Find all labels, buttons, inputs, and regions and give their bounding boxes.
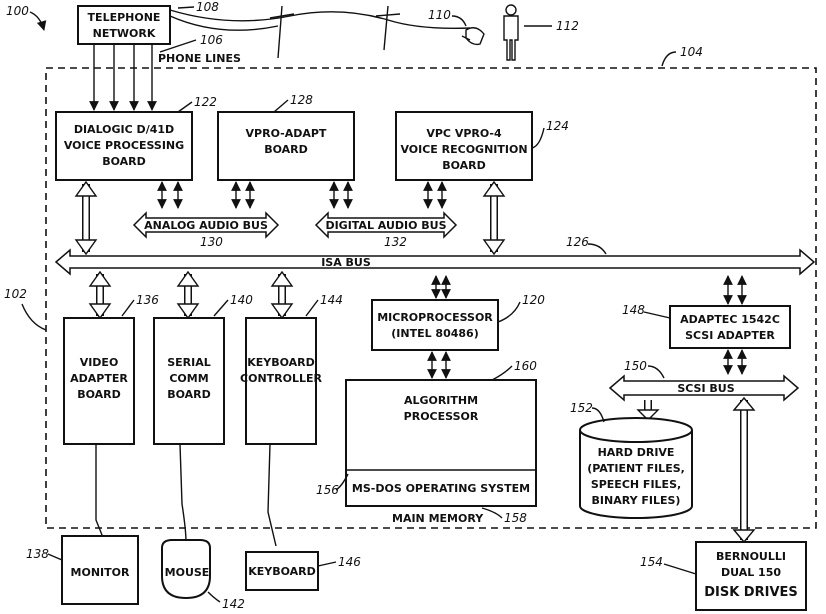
ref-108: 108 <box>196 0 219 14</box>
svg-text:VIDEO: VIDEO <box>80 356 119 369</box>
video-adapter-board: VIDEO ADAPTER BOARD <box>64 318 134 444</box>
ref-132: 132 <box>384 235 407 249</box>
svg-text:SPEECH FILES,: SPEECH FILES, <box>591 478 681 491</box>
keyboard-controller: KEYBOARD CONTROLLER <box>240 318 322 444</box>
svg-text:TELEPHONE: TELEPHONE <box>88 11 161 24</box>
ref-126: 126 <box>566 235 589 249</box>
phone-lines-label: PHONE LINES <box>158 52 241 65</box>
ref-158: 158 <box>504 511 527 525</box>
ref-160: 160 <box>514 359 537 373</box>
svg-text:DUAL 150: DUAL 150 <box>721 566 781 579</box>
svg-text:ADAPTEC 1542C: ADAPTEC 1542C <box>680 313 780 326</box>
ref-140: 140 <box>230 293 253 307</box>
svg-text:BINARY FILES): BINARY FILES) <box>592 494 681 507</box>
analog-audio-bus: ANALOG AUDIO BUS <box>134 213 278 237</box>
svg-text:BOARD: BOARD <box>167 388 211 401</box>
ref-128: 128 <box>290 93 313 107</box>
svg-text:KEYBOARD: KEYBOARD <box>248 565 316 578</box>
ref-150: 150 <box>624 359 647 373</box>
person-icon <box>504 5 518 60</box>
keyboard: KEYBOARD <box>246 552 318 590</box>
svg-text:ADAPTER: ADAPTER <box>70 372 128 385</box>
ref-110: 110 <box>428 8 451 22</box>
ref-106: 106 <box>200 33 223 47</box>
svg-text:NETWORK: NETWORK <box>93 27 156 40</box>
svg-text:VOICE RECOGNITION: VOICE RECOGNITION <box>400 143 527 156</box>
ref-112: 112 <box>556 19 579 33</box>
svg-text:DIGITAL AUDIO BUS: DIGITAL AUDIO BUS <box>325 219 446 232</box>
svg-text:DIALOGIC D/41D: DIALOGIC D/41D <box>74 123 174 136</box>
svg-text:ALGORITHM: ALGORITHM <box>404 394 478 407</box>
svg-text:MICROPROCESSOR: MICROPROCESSOR <box>377 311 493 324</box>
svg-text:BOARD: BOARD <box>77 388 121 401</box>
svg-text:(INTEL 80486): (INTEL 80486) <box>391 327 478 340</box>
svg-text:PROCESSOR: PROCESSOR <box>404 410 479 423</box>
ref-146: 146 <box>338 555 361 569</box>
monitor: MONITOR <box>62 536 138 604</box>
svg-text:HARD DRIVE: HARD DRIVE <box>598 446 675 459</box>
svg-text:CONTROLLER: CONTROLLER <box>240 372 322 385</box>
telephone-network: TELEPHONE NETWORK <box>78 6 170 44</box>
ref-122: 122 <box>194 95 217 109</box>
svg-text:KEYBOARD: KEYBOARD <box>247 356 315 369</box>
main-memory: ALGORITHM PROCESSOR MS-DOS OPERATING SYS… <box>346 380 536 506</box>
adaptec-scsi-adapter: ADAPTEC 1542C SCSI ADAPTER <box>670 306 790 348</box>
svg-text:SCSI ADAPTER: SCSI ADAPTER <box>685 329 775 342</box>
svg-text:MOUSE: MOUSE <box>165 566 210 579</box>
svg-text:ANALOG AUDIO BUS: ANALOG AUDIO BUS <box>144 219 268 232</box>
ref-144: 144 <box>320 293 343 307</box>
svg-text:BERNOULLI: BERNOULLI <box>716 550 786 563</box>
svg-text:COMM: COMM <box>169 372 208 385</box>
svg-text:SCSI BUS: SCSI BUS <box>677 382 734 395</box>
ref-104: 104 <box>680 45 703 59</box>
svg-text:SERIAL: SERIAL <box>167 356 211 369</box>
microprocessor: MICROPROCESSOR (INTEL 80486) <box>372 300 498 350</box>
digital-audio-bus: DIGITAL AUDIO BUS <box>316 213 456 237</box>
svg-text:VPC VPRO-4: VPC VPRO-4 <box>426 127 502 140</box>
svg-text:BOARD: BOARD <box>442 159 486 172</box>
ref-124: 124 <box>546 119 569 133</box>
vpro-adapt-board: VPRO-ADAPT BOARD <box>218 112 354 180</box>
telephone-icon <box>462 28 484 45</box>
isa-bus: ISA BUS <box>56 250 814 274</box>
main-memory-label: MAIN MEMORY <box>392 512 484 525</box>
ref-154: 154 <box>640 555 663 569</box>
ref-100: 100 <box>6 4 29 18</box>
scsi-bus: SCSI BUS <box>610 376 798 400</box>
vpc-vpro4-voice-recognition-board: VPC VPRO-4 VOICE RECOGNITION BOARD <box>396 112 532 180</box>
hard-drive: HARD DRIVE (PATIENT FILES, SPEECH FILES,… <box>580 418 692 518</box>
dialogic-voice-processing-board: DIALOGIC D/41D VOICE PROCESSING BOARD <box>56 112 192 180</box>
svg-text:BOARD: BOARD <box>264 143 308 156</box>
svg-text:ISA BUS: ISA BUS <box>321 256 371 269</box>
svg-text:VPRO-ADAPT: VPRO-ADAPT <box>246 127 327 140</box>
peripheral-cables <box>96 444 276 546</box>
ref-148: 148 <box>622 303 645 317</box>
phone-lines <box>94 44 152 110</box>
svg-text:(PATIENT FILES,: (PATIENT FILES, <box>587 462 685 475</box>
svg-text:MS-DOS OPERATING SYSTEM: MS-DOS OPERATING SYSTEM <box>352 482 530 495</box>
ref-156: 156 <box>316 483 339 497</box>
ref-138: 138 <box>26 547 49 561</box>
svg-text:VOICE PROCESSING: VOICE PROCESSING <box>64 139 184 152</box>
ref-130: 130 <box>200 235 223 249</box>
ref-120: 120 <box>522 293 545 307</box>
ref-142: 142 <box>222 597 245 611</box>
svg-text:DISK DRIVES: DISK DRIVES <box>704 585 798 600</box>
ref-136: 136 <box>136 293 159 307</box>
ref-102: 102 <box>4 287 27 301</box>
mouse: MOUSE <box>162 540 210 598</box>
svg-text:MONITOR: MONITOR <box>71 566 130 579</box>
serial-comm-board: SERIAL COMM BOARD <box>154 318 224 444</box>
bernoulli-disk-drives: BERNOULLI DUAL 150 DISK DRIVES <box>696 542 806 610</box>
ref-152: 152 <box>570 401 593 415</box>
svg-text:BOARD: BOARD <box>102 155 146 168</box>
